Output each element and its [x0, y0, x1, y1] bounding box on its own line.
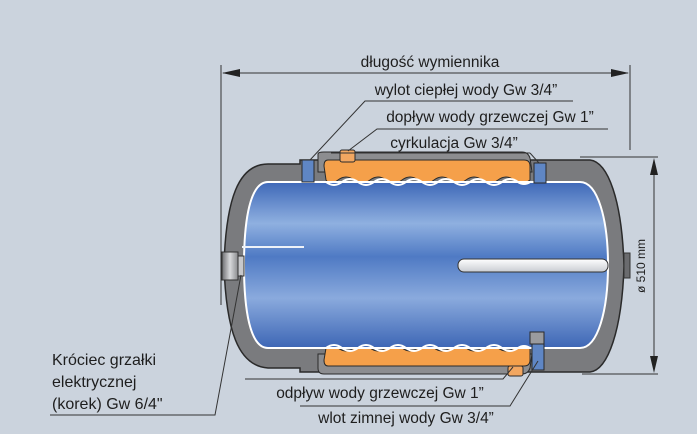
- arrow-right-icon: [611, 69, 629, 77]
- leader-cold-water-inlet: [300, 360, 539, 407]
- heat-exchange-wave-bottom: [325, 344, 531, 352]
- diameter-label: ø 510 mm: [634, 239, 648, 293]
- label-cold-water-inlet: wlot zimnej wody Gw 3/4”: [317, 410, 494, 427]
- anode-cap: [623, 252, 631, 279]
- label-heater-port-line2: elektrycznej: [52, 374, 136, 391]
- leader-heater-port: [50, 274, 242, 416]
- hot-water-outlet-connector: [301, 159, 315, 183]
- heater-plug: [221, 251, 239, 281]
- arrow-up-icon: [650, 158, 658, 175]
- label-heating-water-inlet: dopływ wody grzewczej Gw 1”: [386, 109, 594, 126]
- diameter-dimension: ø 510 mm: [580, 156, 658, 375]
- label-heater-port-line1: Króciec grzałki: [52, 352, 156, 369]
- heater-plug-thread: [237, 255, 245, 277]
- arrow-down-icon: [650, 356, 658, 373]
- anode-rod: [457, 258, 609, 273]
- label-hot-water-outlet: wylot ciepłej wody Gw 3/4”: [374, 82, 558, 99]
- length-label: długość wymiennika: [361, 54, 500, 71]
- length-dimension: długość wymiennika: [220, 54, 631, 305]
- circulation-connector: [533, 162, 547, 184]
- leader-hot-water-outlet: [309, 100, 573, 161]
- leader-heating-outlet: [245, 366, 514, 380]
- leader-heating-inlet: [347, 128, 608, 152]
- tank-assembly: [221, 149, 631, 377]
- arrow-left-icon: [222, 69, 240, 77]
- cold-water-inlet-connector: [531, 343, 545, 371]
- heating-inlet-connector: [339, 149, 356, 163]
- label-circulation: cyrkulacja Gw 3/4”: [390, 135, 517, 152]
- heat-exchange-wave-top: [325, 178, 531, 186]
- leader-lines: [50, 100, 608, 416]
- inner-tank: [242, 181, 610, 349]
- label-heating-water-outlet: odpływ wody grzewczej Gw 1”: [276, 385, 484, 402]
- cold-water-pipe-cap: [529, 331, 545, 345]
- leader-circulation-tick: [529, 152, 540, 164]
- label-heater-port-line3: (korek) Gw 6/4": [52, 396, 163, 413]
